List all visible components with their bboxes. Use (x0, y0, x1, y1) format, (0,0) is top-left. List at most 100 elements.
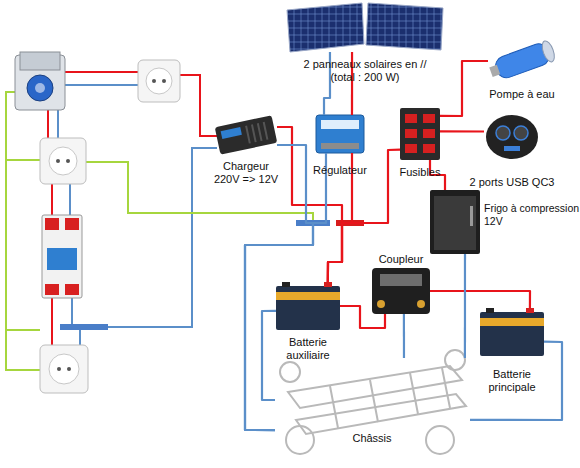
battery-body (480, 312, 544, 356)
fuse-switch (405, 144, 417, 153)
fuse-switch (405, 129, 417, 138)
component-node: Pompe à eau (488, 38, 556, 84)
component-label: Coupleur (371, 253, 431, 266)
coupler-label (380, 274, 422, 286)
breaker-terminal (45, 218, 59, 230)
usb-display (504, 146, 520, 151)
component-node: 2 panneaux solaires en // (total : 200 W… (285, 2, 445, 52)
wire-connector (245, 153, 326, 430)
component-node: Batterie principale (480, 308, 544, 356)
pump-cap (540, 39, 557, 63)
battery (480, 308, 544, 356)
solar-panel (287, 3, 364, 52)
fridge-body (430, 190, 480, 254)
coupler-bolt (417, 300, 425, 308)
breaker-terminal (65, 284, 79, 295)
socket-hole (57, 367, 61, 371)
component-label: Pompe à eau (477, 88, 567, 101)
socket-hole (162, 79, 166, 83)
component-node: Batterie auxiliaire (276, 282, 340, 330)
compressor-fridge (430, 190, 480, 254)
wire-connector (262, 311, 276, 400)
component-node: Régulateur (316, 115, 364, 153)
battery-terminal (526, 308, 534, 313)
fuse-switch (423, 144, 435, 153)
water-pump (487, 39, 557, 82)
wire-connector (340, 306, 385, 328)
battery (276, 282, 340, 330)
neutral-bus-bar (60, 324, 108, 330)
live-wire (47, 110, 49, 138)
component-node: Coupleur (372, 268, 430, 314)
fuse-panel (400, 108, 440, 160)
power-inlet (15, 52, 65, 110)
component-node: Châssis (275, 358, 470, 463)
socket-well (49, 147, 77, 175)
component-label: Chargeur 220V => 12V (211, 160, 281, 186)
vehicle-chassis (280, 350, 466, 454)
socket (40, 138, 86, 184)
battery-terminal (324, 282, 332, 287)
battery-terminal (486, 308, 494, 313)
wire-connector (440, 61, 488, 116)
fuse-switch (423, 114, 435, 123)
neutral-wire (79, 330, 81, 345)
live-wire (180, 75, 217, 136)
component-node: 2 ports USB QC3 (484, 112, 540, 162)
socket-plate (40, 345, 88, 393)
component-label: 2 ports USB QC3 (462, 176, 562, 189)
live-wire (51, 298, 53, 345)
socket-well (49, 354, 79, 384)
wire-connector (277, 127, 342, 282)
usb-port (514, 126, 528, 140)
breaker-terminal (65, 218, 79, 230)
fridge-door (434, 196, 476, 250)
socket (40, 345, 88, 393)
pump-nozzle (489, 65, 500, 77)
breaker-switch (47, 248, 77, 270)
wire-connector (403, 314, 405, 358)
socket-plate (138, 60, 180, 102)
fuse-switch (405, 114, 417, 123)
inlet-plug (27, 75, 53, 101)
usb-body (486, 115, 538, 159)
coupler-body (372, 268, 430, 314)
neutral-wire (57, 110, 59, 138)
battery-stripe (276, 292, 340, 300)
battery-charger (215, 115, 278, 154)
regulator-terminals (321, 143, 359, 149)
fridge-handle (470, 206, 473, 226)
solar-panel (366, 3, 443, 50)
neutral-wire (108, 148, 217, 327)
socket-hole (152, 79, 156, 83)
wire-connector (430, 291, 530, 308)
usb-port (496, 126, 510, 140)
socket-plate (40, 138, 86, 184)
earth-wire (6, 159, 40, 161)
battery-body (276, 286, 340, 330)
component-label: Châssis (337, 432, 407, 445)
regulator-body (316, 115, 364, 153)
battery-terminal (282, 282, 290, 287)
circuit-breaker (42, 215, 82, 298)
battery-stripe (480, 318, 544, 326)
neutral-wire (69, 184, 71, 215)
charger-body (215, 115, 278, 154)
neutral-wire (65, 84, 138, 86)
usb-socket (486, 115, 538, 159)
neutral-wire (71, 298, 73, 324)
wire-connector (470, 342, 562, 420)
inlet-cover (20, 52, 60, 70)
socket-hole (56, 159, 60, 163)
mains-wiring (6, 72, 313, 370)
battery-coupler (372, 268, 430, 314)
chassis-wheel (426, 426, 454, 454)
socket-hole (66, 159, 70, 163)
solar-panels (287, 3, 443, 52)
earth-wire (86, 162, 313, 220)
breaker-terminal (45, 284, 59, 295)
live-wire (51, 184, 53, 215)
